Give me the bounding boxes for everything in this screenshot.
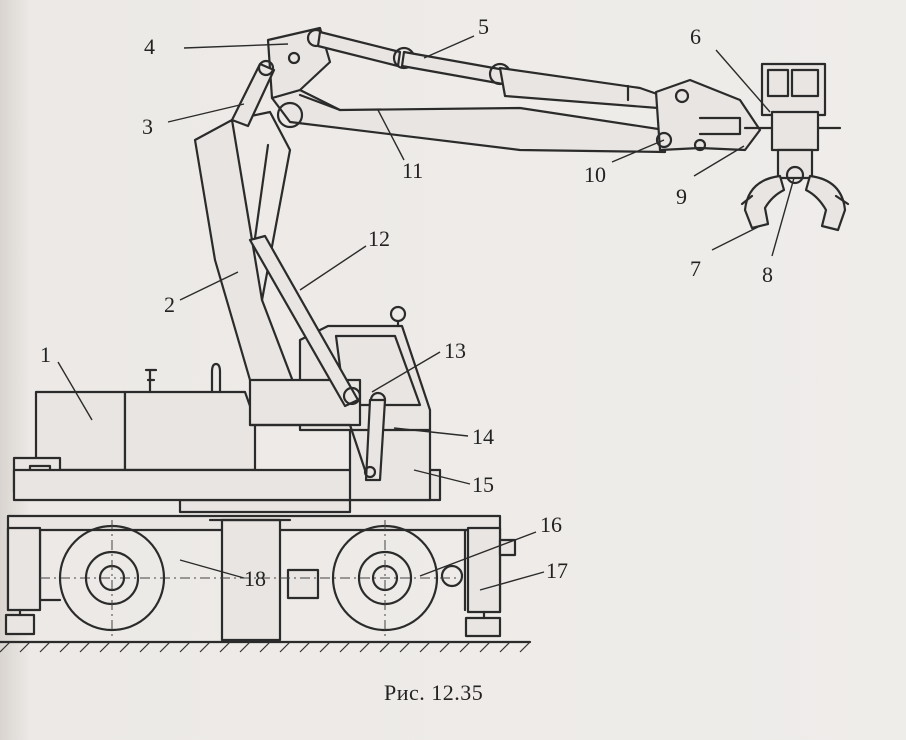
- rear-wheel: [331, 520, 439, 640]
- callout-numbers: 1 2 3 4 5 6 7 8 9 10 11 12 13 14 15 16 1…: [40, 14, 773, 591]
- chassis: [4, 514, 517, 642]
- callout-2: 2: [164, 292, 175, 317]
- callout-12: 12: [368, 226, 390, 251]
- callout-6: 6: [690, 24, 701, 49]
- callout-8: 8: [762, 262, 773, 287]
- stick-head: [654, 78, 842, 152]
- rotator-grab: [740, 62, 850, 232]
- boom-column: [193, 110, 367, 472]
- callout-7: 7: [690, 256, 701, 281]
- boom-arm: [230, 26, 667, 154]
- callout-3: 3: [142, 114, 153, 139]
- callout-13: 13: [444, 338, 466, 363]
- figure-caption: Рис. 12.35: [384, 680, 484, 705]
- callout-18: 18: [244, 566, 266, 591]
- front-wheel: [58, 520, 166, 640]
- callout-9: 9: [676, 184, 687, 209]
- callout-10: 10: [584, 162, 606, 187]
- callout-14: 14: [472, 424, 494, 449]
- ground: [0, 640, 532, 653]
- callout-15: 15: [472, 472, 494, 497]
- callout-5: 5: [478, 14, 489, 39]
- callout-4: 4: [144, 34, 155, 59]
- callout-1: 1: [40, 342, 51, 367]
- callout-17: 17: [546, 558, 568, 583]
- callout-11: 11: [402, 158, 423, 183]
- lift-cylinder: [248, 143, 387, 482]
- callout-16: 16: [540, 512, 562, 537]
- callout-leaders: [57, 35, 795, 591]
